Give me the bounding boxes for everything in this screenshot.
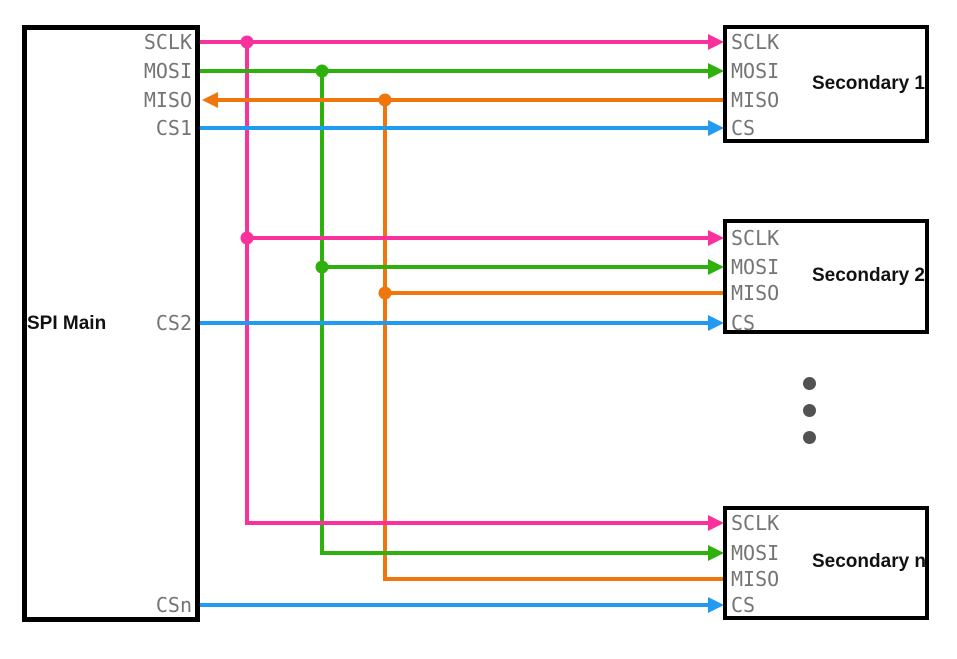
- miso-junction-sec2-dot: [378, 286, 392, 300]
- secondary-2-pin-cs: CS: [731, 311, 756, 335]
- secondary-2-pin-mosi: MOSI: [731, 255, 780, 279]
- secondary-1-title: Secondary 1: [812, 73, 925, 94]
- secondary-1-pin-cs: CS: [731, 116, 756, 140]
- secondary-2-pin-sclk: SCLK: [731, 226, 780, 250]
- junction-dots: [240, 35, 392, 300]
- miso-arrow-main-icon: [202, 92, 218, 108]
- mosi-junction-sec2-dot: [315, 260, 329, 274]
- spi-main-title: SPI Main: [27, 313, 107, 334]
- cs2-arrow-icon: [708, 315, 724, 331]
- ellipsis-dot: [803, 404, 816, 417]
- main-pin-cs2: CS2: [155, 311, 192, 335]
- sclk-arrow-sec2-icon: [708, 230, 724, 246]
- more-secondaries-ellipsis-icon: [803, 377, 816, 444]
- mosi-arrow-secn-icon: [708, 545, 724, 561]
- secondary-n-pin-mosi: MOSI: [731, 541, 780, 565]
- sclk-arrow-secn-icon: [708, 515, 724, 531]
- mosi-junction-top-dot: [315, 64, 329, 78]
- main-pin-csn: CSn: [155, 593, 192, 617]
- main-pin-cs1: CS1: [155, 116, 192, 140]
- bus-trunks: [245, 42, 387, 579]
- main-pin-mosi: MOSI: [143, 59, 192, 83]
- sclk-junction-top-dot: [240, 35, 254, 49]
- secondary-1-pin-sclk: SCLK: [731, 30, 780, 54]
- cs1-arrow-icon: [708, 120, 724, 136]
- ellipsis-dot: [803, 377, 816, 390]
- secondary-n-box: [723, 506, 929, 620]
- main-pin-miso: MISO: [143, 88, 192, 112]
- secondary-1-pin-miso: MISO: [731, 88, 780, 112]
- ellipsis-dot: [803, 431, 816, 444]
- spi-main-box: [22, 25, 200, 622]
- bus-branches: [198, 40, 725, 607]
- secondary-2-box: [723, 219, 929, 334]
- main-pin-sclk: SCLK: [143, 30, 192, 54]
- mosi-arrow-sec2-icon: [708, 259, 724, 275]
- sclk-junction-sec2-dot: [240, 231, 254, 245]
- secondary-2-pin-miso: MISO: [731, 281, 780, 305]
- mosi-arrow-sec1-icon: [708, 63, 724, 79]
- arrowheads: [202, 34, 724, 613]
- secondary-1-pin-mosi: MOSI: [731, 59, 780, 83]
- sclk-arrow-sec1-icon: [708, 34, 724, 50]
- secondary-n-title: Secondary n: [812, 551, 927, 572]
- secondary-1-box: [723, 25, 929, 143]
- secondary-2-title: Secondary 2: [812, 265, 925, 286]
- secondary-n-pin-miso: MISO: [731, 567, 780, 591]
- csn-arrow-icon: [708, 597, 724, 613]
- miso-junction-top-dot: [378, 93, 392, 107]
- secondary-n-pin-sclk: SCLK: [731, 511, 780, 535]
- secondary-n-pin-cs: CS: [731, 593, 756, 617]
